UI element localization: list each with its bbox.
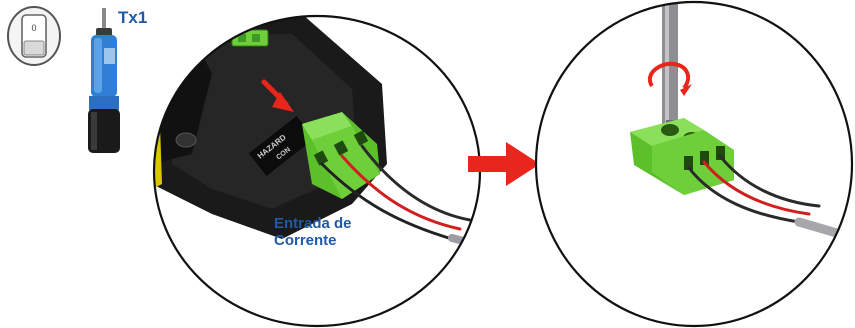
green-terminal-connector-right [630,118,734,195]
power-switch-icon: 0 [7,6,61,66]
terminal-label-line2: Corrente [274,232,337,249]
transmitter-sensor-icon [88,8,120,153]
power-wires-right [687,154,852,243]
insertion-arrow-icon [261,79,294,112]
screwdriver-detail [534,0,854,328]
terminal-housing-detail: HAZARD CON [152,14,482,328]
rotation-arrow-icon [648,61,692,96]
screwdriver-icon [662,2,678,134]
terminal-label: Entrada de Corrente [274,215,352,249]
switch-position-label: 0 [31,23,36,33]
transmitter-label: Tx1 [118,8,148,27]
terminal-label-line1: Entrada de [274,215,352,232]
next-step-arrow-icon [468,142,540,186]
